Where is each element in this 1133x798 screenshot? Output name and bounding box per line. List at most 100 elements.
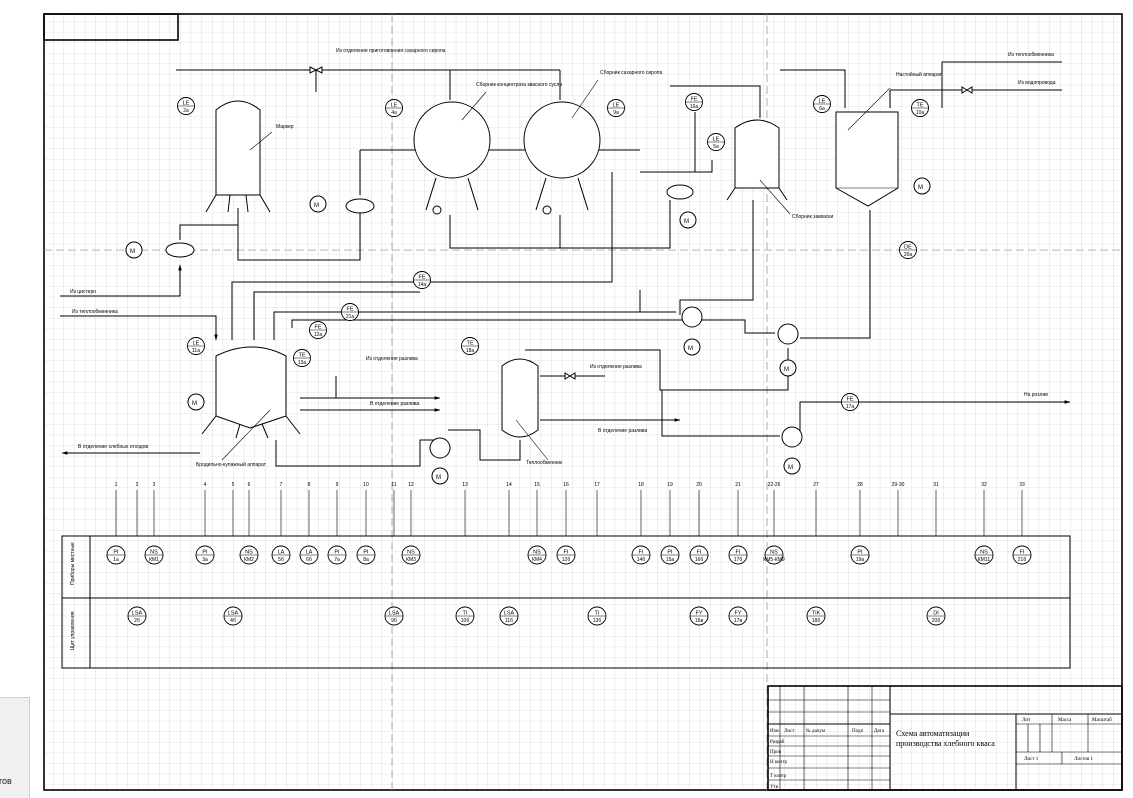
infusion-vessel-label: Настойный аппарат <box>896 71 943 78</box>
row-board-label: Щит управления <box>70 611 76 650</box>
lit-label: Лит <box>1022 718 1031 723</box>
instrument-number: 6а <box>819 106 825 112</box>
role-utv: Утв <box>770 785 779 790</box>
instrument-number: 21а <box>346 314 355 320</box>
line-number: 27 <box>813 482 819 488</box>
instrument-number: 16б <box>695 557 704 563</box>
sugar-collector: Сборник сахарного сиропа <box>523 70 662 215</box>
svg-text:M: M <box>788 465 793 471</box>
instrument-function: FY <box>695 611 702 617</box>
instrument-number: 15а <box>666 557 675 563</box>
line-number: 33 <box>1019 482 1025 488</box>
instrument-number: 4а <box>391 110 397 116</box>
instrument-number: 7а <box>334 557 340 563</box>
instrument-function: TI <box>463 611 468 617</box>
instrument-function: FE <box>418 275 425 281</box>
line-number: 12 <box>408 482 414 488</box>
line-number: 13 <box>462 482 468 488</box>
line-number: 22-26 <box>768 482 781 488</box>
instrument-function: LSA <box>228 611 239 617</box>
instrument-number: 3а <box>202 557 208 563</box>
instrument-number: 12б <box>562 557 571 563</box>
svg-text:M: M <box>684 219 689 225</box>
sheets-label: Листов 1 <box>1074 757 1094 762</box>
instrument-function: NS <box>770 550 778 556</box>
role-prov: Пров <box>770 750 782 755</box>
instrument-function: PI <box>857 550 863 556</box>
role-razrab: Разраб <box>770 740 785 745</box>
svg-text:M: M <box>192 401 197 407</box>
instrument-function: LE <box>391 103 398 109</box>
ferment-vessel-label: Бродильно-купажный аппарат <box>196 461 267 468</box>
instrument-number: 14б <box>637 557 646 563</box>
line-number: 8 <box>308 482 311 488</box>
line-number: 31 <box>933 482 939 488</box>
instrument-function: FE <box>346 307 353 313</box>
ferment-vessel: M Бродильно-купажный аппарат <box>187 346 301 468</box>
pump-unit-1: M <box>125 241 195 259</box>
instrument-number: 8а <box>363 557 369 563</box>
line-number: 5 <box>232 482 235 488</box>
marker-tank: Маркер <box>205 100 294 213</box>
instrument-function: LE <box>713 137 720 143</box>
line-number: 29-30 <box>892 482 905 488</box>
instrument-function: FY <box>734 611 741 617</box>
instrument-number: 2а <box>183 108 189 114</box>
line-number: 15 <box>534 482 540 488</box>
instrument-function: PI <box>113 550 119 556</box>
pump-unit-5: M <box>777 323 799 377</box>
drawing-title-line1: Схема автоматизации <box>896 729 970 738</box>
instrument-function: NS <box>407 550 415 556</box>
instrument-number: 17в <box>734 618 743 624</box>
col-doc: № докум <box>806 728 826 734</box>
instrument-number: 16в <box>695 618 704 624</box>
line-number: 20 <box>696 482 702 488</box>
line-number: 16 <box>563 482 569 488</box>
instrument-function: LA <box>278 550 285 556</box>
pump-unit-7: M <box>429 437 451 485</box>
instrument-function: NS <box>980 550 988 556</box>
instrument-number: 11а <box>192 348 200 354</box>
flow-from-cistern: Из цистерн <box>70 289 96 295</box>
line-number: 3 <box>153 482 156 488</box>
instrument-number: 21б <box>1018 557 1027 563</box>
instrument-function: TE <box>298 353 305 359</box>
drawing-title-line2: производства хлебного кваса <box>896 739 995 748</box>
instrument-function: FE <box>314 325 321 331</box>
flow-from-rasx-1: Из отделения разлива <box>366 356 418 362</box>
instrument-function: LE <box>193 341 200 347</box>
pump-unit-6: M <box>781 426 803 475</box>
instrument-number: КМ3 <box>406 557 416 563</box>
instrument-number: 4б <box>230 618 236 624</box>
flow-to-rasx-2: В отделение разлива <box>598 428 648 434</box>
instrument-number: 5а <box>713 144 719 150</box>
line-number: 21 <box>735 482 741 488</box>
line-number: 28 <box>857 482 863 488</box>
instrument-number: 10б <box>461 618 470 624</box>
instrument-number: КМ5-КМ9 <box>763 557 785 563</box>
instrument-number: 18б <box>812 618 821 624</box>
line-number: 18 <box>638 482 644 488</box>
